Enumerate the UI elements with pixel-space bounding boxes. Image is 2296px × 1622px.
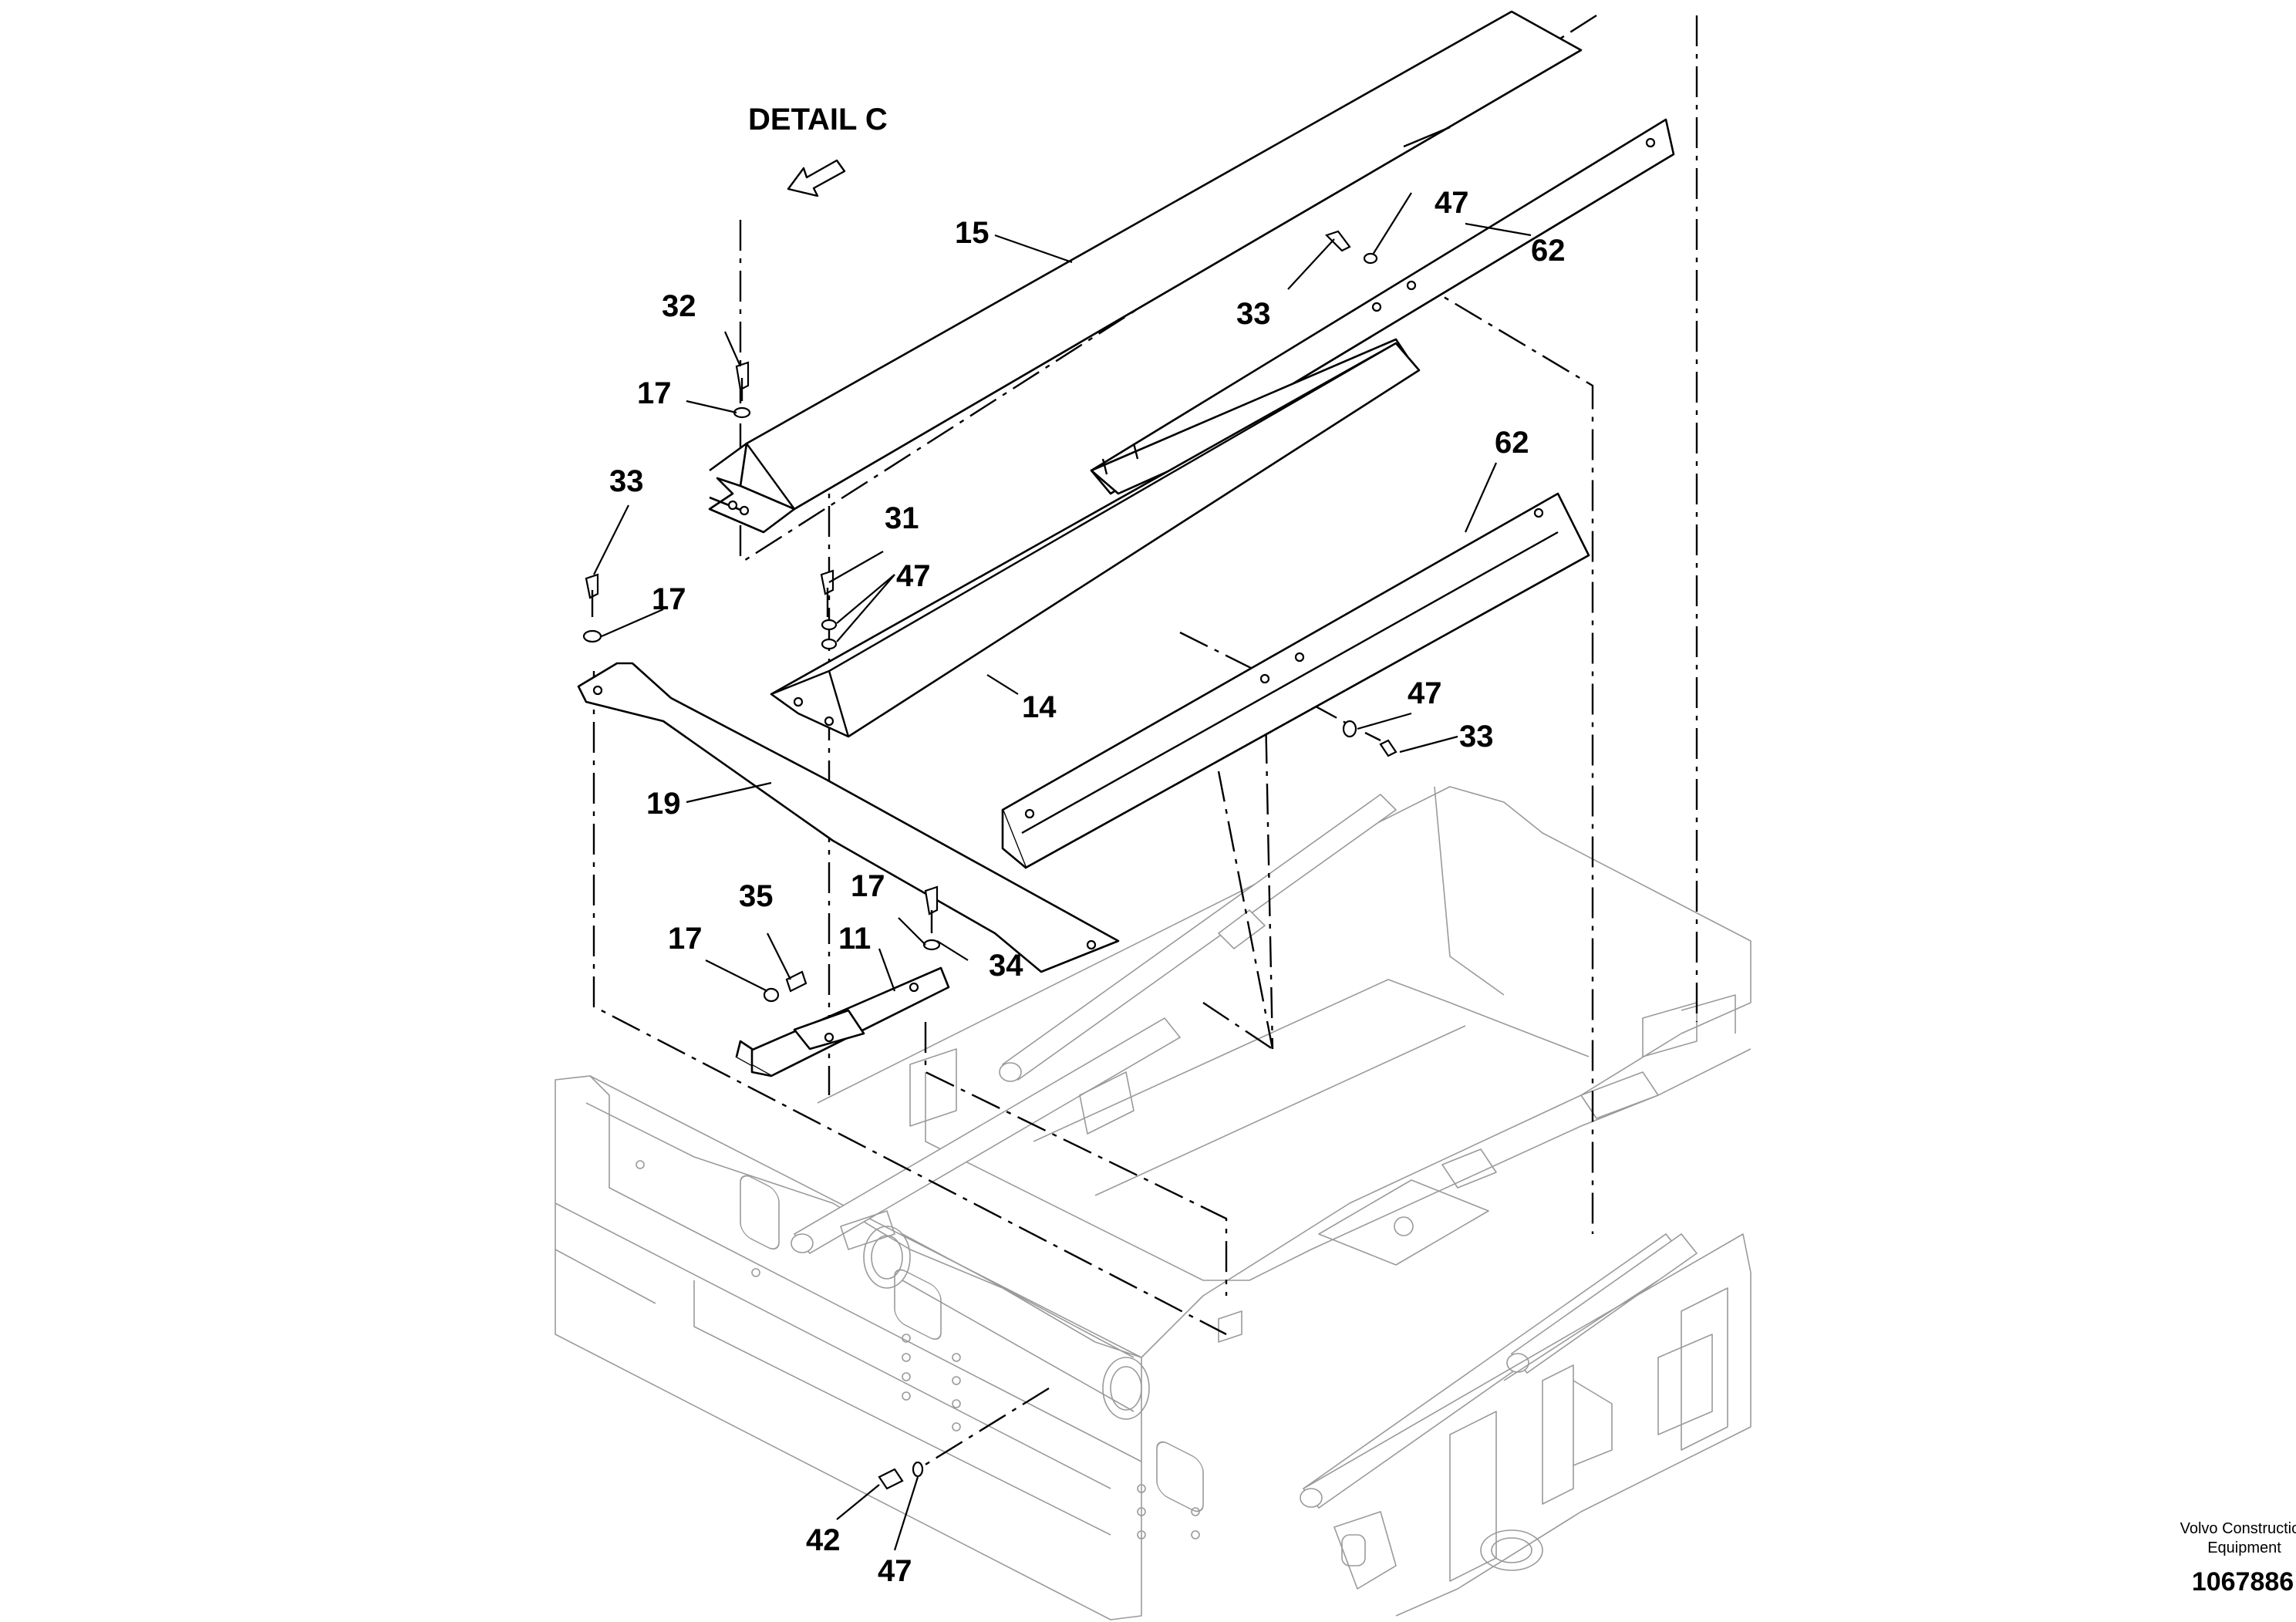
leader-lines: [593, 192, 1532, 1551]
part-19-bar: [577, 662, 1120, 973]
callout-labels: 15 47 62 33 32 17 33 62 31 47 17 14 47 3…: [609, 186, 1566, 1588]
footer: Volvo Construction Equipment 1067886: [2180, 1520, 2296, 1597]
callout-62: 62: [1531, 234, 1566, 268]
callout-17: 17: [851, 869, 885, 903]
company-name: Volvo Construction: [2180, 1520, 2296, 1537]
part-14-angle: [770, 338, 1421, 738]
callout-42: 42: [806, 1523, 841, 1557]
frame-holes: [636, 1160, 1200, 1539]
callout-17: 17: [637, 376, 672, 410]
callout-47: 47: [1435, 186, 1469, 220]
callout-33: 33: [1236, 297, 1271, 331]
callout-47: 47: [878, 1554, 912, 1588]
callout-14: 14: [1022, 690, 1057, 724]
callout-17: 17: [652, 582, 686, 616]
callout-33: 33: [609, 464, 644, 498]
callout-15: 15: [955, 216, 990, 250]
part-62-lower-angle: [1001, 492, 1590, 869]
detail-title: DETAIL C: [748, 103, 888, 137]
document-number: 1067886: [2192, 1567, 2294, 1597]
callout-35: 35: [739, 879, 774, 913]
cross-tubes: [791, 793, 1698, 1509]
callout-32: 32: [662, 289, 696, 323]
gear-assemblies: [863, 1226, 1150, 1420]
callout-47: 47: [1408, 676, 1442, 710]
callout-33: 33: [1459, 720, 1494, 754]
callout-47: 47: [896, 559, 931, 593]
callout-17: 17: [668, 922, 703, 956]
direction-arrow-icon: [787, 159, 846, 197]
callout-11: 11: [838, 922, 871, 956]
callout-19: 19: [646, 787, 681, 821]
part-11-bracket: [735, 966, 950, 1077]
callout-62: 62: [1495, 426, 1529, 460]
part-15-angle-cover: [708, 10, 1583, 534]
hardware: [582, 230, 1397, 1490]
machine-frame: [555, 786, 1752, 1620]
callout-31: 31: [885, 501, 919, 535]
company-name-line2: Equipment: [2207, 1539, 2281, 1556]
callout-34: 34: [989, 949, 1023, 983]
